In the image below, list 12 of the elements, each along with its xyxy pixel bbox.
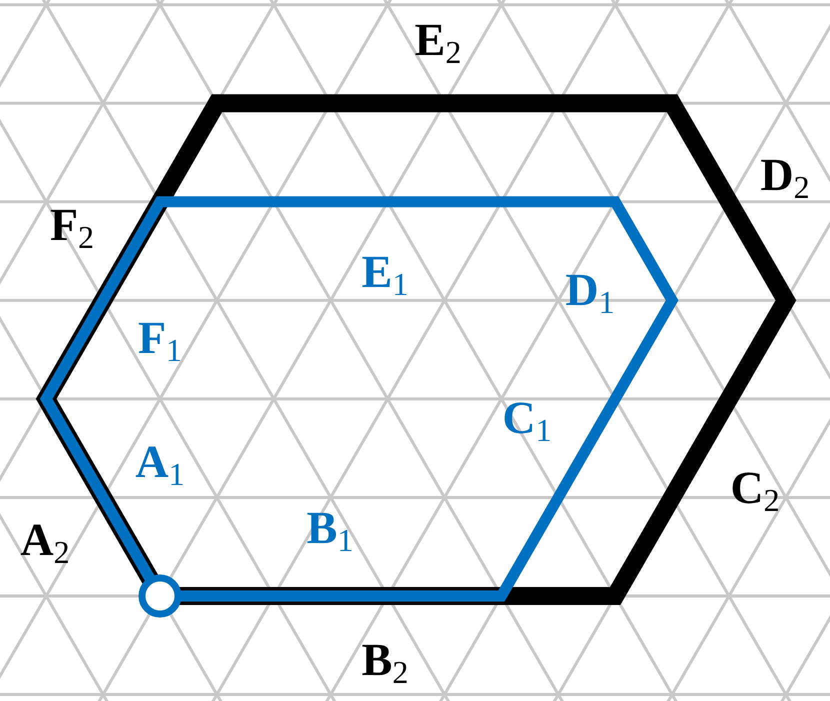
side-label: C$_{2}$: [730, 465, 780, 511]
side-label: E$_{1}$: [362, 249, 408, 295]
side-label: F$_{2}$: [50, 202, 94, 248]
side-label: B$_{2}$: [362, 637, 408, 683]
side-label: C$_{1}$: [502, 395, 552, 441]
side-label: E$_{2}$: [414, 17, 462, 63]
side-label: A$_{2}$: [20, 517, 70, 563]
side-label: B$_{1}$: [306, 505, 354, 551]
side-label: A$_{1}$: [135, 439, 185, 485]
side-label: F$_{1}$: [138, 315, 182, 361]
side-label: D$_{2}$: [760, 152, 810, 198]
side-label: D$_{1}$: [565, 267, 615, 313]
